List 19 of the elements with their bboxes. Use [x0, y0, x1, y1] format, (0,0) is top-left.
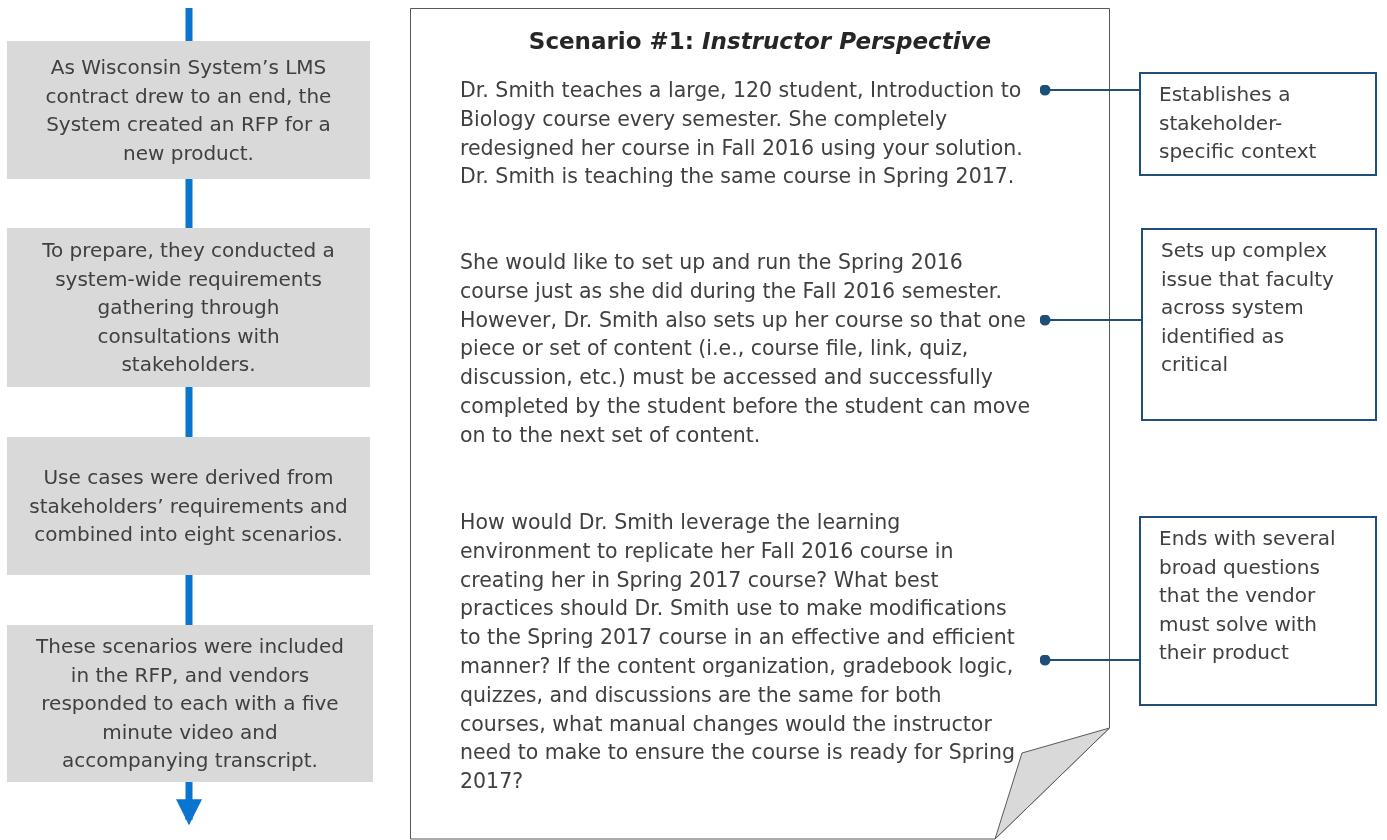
step-text: Use cases were derived from stakeholders’ requirements and combined into eight scenarios. [29, 464, 348, 549]
paragraph: Dr. Smith teaches a large, 120 student, Introduction to Biology course every semester. She completely redesigned her course in Fall 2016 using your solution. Dr. Smith is teaching the same course in Spring 2017. [460, 76, 1045, 226]
paragraph: How would Dr. Smith leverage the learning environment to replicate her Fall 2016 course in creating her in Spring 2017 course? What best practices should Dr. Smith use to make modifications to the Spring 2017 course in an effective and efficient manner? If the content organization, gradebook logic, quizzes, and discussions are the same for both courses, what manual changes would the instructor need to make to ensure the course is ready for Spring 2017? [460, 508, 1045, 830]
process-box [7, 41, 370, 179]
paragraph: She would like to set up and run the Spring 2016 course just as she did during the Fall 2016 semester. However, Dr. Smith also sets up her course so that one piece or set of content (i.e., course file, link, quiz, discussion, etc.) must be accessed and successfully completed by the student before the student can move on to the next set of content. [460, 248, 1045, 480]
document-title: Scenario #1: Instructor Perspective [527, 28, 993, 54]
arrow [176, 782, 202, 826]
process-box [7, 228, 370, 387]
leader-line [1039, 84, 1140, 96]
leader-line [1039, 314, 1142, 326]
callout-box: Establishes a stakeholder-specific context [1139, 72, 1377, 176]
process-box [7, 625, 373, 782]
step-text: These scenarios were included in the RFP, and vendors responded to each with a five minute video and accompanying transcript. [35, 633, 345, 775]
callout-box: Ends with several broad questions that the vendor must solve with their product [1139, 516, 1377, 706]
step-text: To prepare, they conducted a system-wide requirements gathering through consultations with stakeholders. [41, 237, 336, 379]
step-text: As Wisconsin System’s LMS contract drew to an end, the System created an RFP for a new product. [44, 54, 333, 167]
process-box [7, 437, 370, 575]
callout-box: Sets up complex issue that faculty across system identified as critical [1141, 228, 1377, 421]
leader-line [1039, 654, 1140, 666]
